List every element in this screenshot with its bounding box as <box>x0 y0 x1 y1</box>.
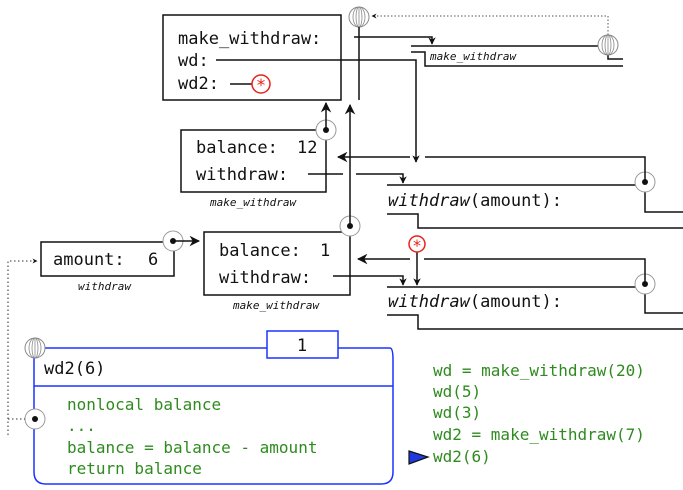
make-withdraw-parent-pointer <box>371 13 609 35</box>
wd-pointer <box>216 59 420 163</box>
global-frame: make_withdraw: wd: wd2: * <box>162 6 370 101</box>
call-body-line-2: ... <box>67 416 96 435</box>
frame-2-withdraw-pointer <box>333 275 407 286</box>
call-box-frame <box>33 347 394 485</box>
call-body-line-3: balance = balance - amount <box>67 438 317 457</box>
withdraw-frame-amount-label: amount: <box>53 250 125 270</box>
withdraw-1-signature: withdraw(amount): <box>388 191 562 211</box>
call-box-env-pointer-icon <box>24 408 46 430</box>
frame-2-label: make_withdraw <box>232 299 320 312</box>
call-body-line-1: nonlocal balance <box>67 395 221 414</box>
program-line-2: wd(5) <box>433 382 481 401</box>
make-withdraw-globe-icon <box>597 34 619 56</box>
global-frame-globe-icon <box>348 6 370 28</box>
withdraw-frame-amount-value: 6 <box>148 250 158 270</box>
make-withdraw-frame-2-box <box>203 231 351 296</box>
frame-1-withdraw-pointer <box>356 173 407 184</box>
frame-1-withdraw-label: withdraw: <box>196 165 288 185</box>
pending-pointer-marker-2-icon: * <box>408 235 426 286</box>
call-box-title: wd2(6) <box>44 359 105 379</box>
program-line-5: wd2(6) <box>433 447 491 466</box>
program-line-4: wd2 = make_withdraw(7) <box>433 425 645 444</box>
call-body-line-4: return balance <box>67 459 202 478</box>
call-box: 1 wd2(6) nonlocal balance ... balance = … <box>8 330 394 485</box>
svg-text:*: * <box>257 76 266 96</box>
frame-2-balance-value: 1 <box>320 241 330 261</box>
make-withdraw-frame-1-box <box>180 129 327 193</box>
global-binding-wd: wd: <box>178 51 209 71</box>
global-binding-wd2: wd2: <box>178 74 219 94</box>
return-value-box <box>266 330 339 359</box>
frame-1-label: make_withdraw <box>209 196 297 209</box>
pending-pointer-marker-icon: * <box>251 74 271 96</box>
program-source: wd = make_withdraw(20) wd(5) wd(3) wd2 =… <box>408 361 645 466</box>
current-line-arrow-icon <box>408 450 430 465</box>
call-frame-pointer <box>7 258 38 435</box>
frame-1-balance-value: 12 <box>297 138 317 158</box>
withdraw-2-signature: withdraw(amount): <box>388 292 562 312</box>
frame-2-balance-label: balance: <box>219 241 301 261</box>
make-withdraw-frame-2: balance: 1 withdraw: make_withdraw <box>203 103 407 312</box>
svg-text:*: * <box>413 236 421 255</box>
frame-2-withdraw-label: withdraw: <box>219 268 311 288</box>
withdraw-call-frame: amount: 6 withdraw <box>7 230 201 435</box>
return-value: 1 <box>297 336 307 356</box>
make-withdraw-function-label: make_withdraw <box>429 50 517 63</box>
program-line-3: wd(3) <box>433 403 481 422</box>
program-line-1: wd = make_withdraw(20) <box>433 361 645 380</box>
make-withdraw-frame-1: balance: 12 withdraw: make_withdraw <box>180 101 407 209</box>
frame-1-balance-label: balance: <box>196 138 278 158</box>
withdraw-frame-box <box>40 241 175 277</box>
withdraw-function-object-1: withdraw(amount): <box>336 151 683 229</box>
withdraw-frame-label: withdraw <box>78 280 132 293</box>
withdraw-function-object-2: withdraw(amount): <box>356 253 683 330</box>
call-box-globe-icon <box>24 337 46 359</box>
make-withdraw-pointer <box>354 36 436 45</box>
make-withdraw-function-object: make_withdraw <box>371 13 623 67</box>
global-binding-make-withdraw: make_withdraw: <box>178 29 321 49</box>
